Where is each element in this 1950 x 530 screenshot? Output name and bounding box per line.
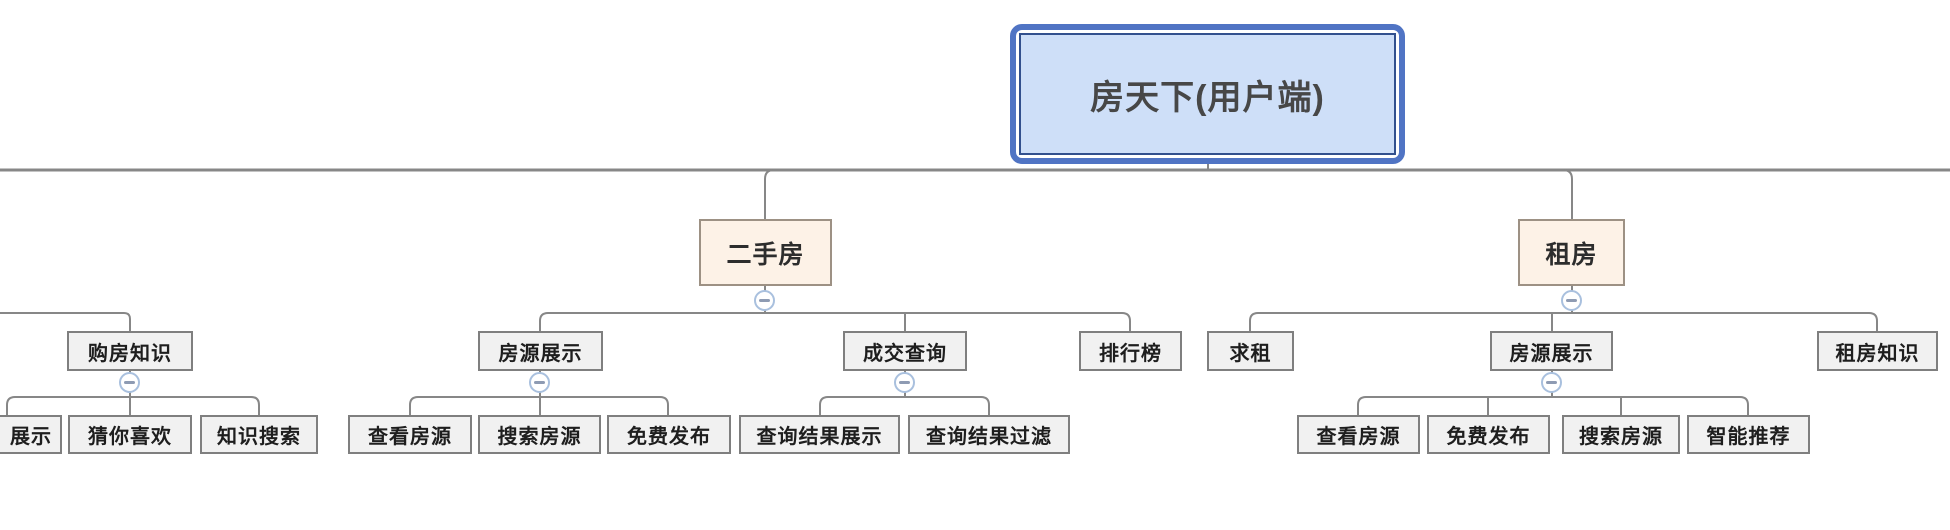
node-listing-display-second-hand-label: 房源展示	[498, 342, 583, 365]
root-node[interactable]: 房天下(用户端)	[1010, 24, 1405, 164]
branch-second-hand-housing[interactable]: 二手房	[699, 219, 832, 286]
node-renting-knowledge[interactable]: 租房知识	[1817, 331, 1938, 371]
node-knowledge-search-label: 知识搜索	[217, 426, 301, 448]
node-free-posting-renting-label: 免费发布	[1446, 426, 1531, 448]
node-listing-display-renting[interactable]: 房源展示	[1490, 331, 1613, 371]
node-query-result-filter[interactable]: 查询结果过滤	[908, 415, 1070, 454]
node-view-listings-second-hand[interactable]: 查看房源	[348, 415, 472, 454]
node-search-listings-second-hand[interactable]: 搜索房源	[478, 415, 601, 454]
node-home-buying-knowledge[interactable]: 购房知识	[67, 331, 193, 371]
node-query-result-display-label: 查询结果展示	[756, 426, 883, 448]
node-free-posting-renting[interactable]: 免费发布	[1427, 415, 1550, 454]
node-transaction-query-label: 成交查询	[863, 342, 947, 365]
collapse-minus-icon-listing-display-renting[interactable]	[1541, 372, 1562, 393]
node-smart-recommend-label: 智能推荐	[1706, 426, 1791, 448]
node-search-listings-renting[interactable]: 搜索房源	[1562, 415, 1680, 454]
node-view-listings-renting[interactable]: 查看房源	[1297, 415, 1420, 454]
node-rent-seeking[interactable]: 求租	[1207, 331, 1294, 371]
node-query-result-display[interactable]: 查询结果展示	[739, 415, 900, 454]
node-display-clipped[interactable]: 展示	[0, 415, 62, 454]
node-guess-you-like[interactable]: 猜你喜欢	[68, 415, 192, 454]
node-rent-seeking-label: 求租	[1229, 342, 1272, 365]
node-display-clipped-label: 展示	[10, 426, 52, 448]
node-query-result-filter-label: 查询结果过滤	[926, 426, 1052, 448]
node-transaction-query[interactable]: 成交查询	[843, 331, 967, 371]
node-guess-you-like-label: 猜你喜欢	[88, 426, 172, 448]
branch-renting-label: 租房	[1545, 240, 1598, 269]
collapse-minus-icon-listing-display-second-hand[interactable]	[529, 372, 550, 393]
collapse-minus-icon-transaction-query[interactable]	[894, 372, 915, 393]
branch-second-hand-housing-label: 二手房	[726, 240, 805, 269]
node-search-listings-renting-label: 搜索房源	[1579, 426, 1663, 448]
node-free-posting-second-hand-label: 免费发布	[627, 426, 711, 448]
node-renting-knowledge-label: 租房知识	[1835, 342, 1920, 365]
root-node-label: 房天下(用户端)	[1090, 78, 1325, 117]
node-search-listings-second-hand-label: 搜索房源	[497, 426, 582, 448]
node-listing-display-second-hand[interactable]: 房源展示	[478, 331, 603, 371]
node-ranking-list-label: 排行榜	[1099, 342, 1162, 365]
node-listing-display-renting-label: 房源展示	[1509, 342, 1594, 365]
collapse-minus-icon-second-hand[interactable]	[754, 290, 775, 311]
node-view-listings-second-hand-label: 查看房源	[368, 426, 452, 448]
node-free-posting-second-hand[interactable]: 免费发布	[607, 415, 731, 454]
node-smart-recommend[interactable]: 智能推荐	[1687, 415, 1810, 454]
node-knowledge-search[interactable]: 知识搜索	[200, 415, 318, 454]
node-view-listings-renting-label: 查看房源	[1316, 426, 1401, 448]
branch-renting[interactable]: 租房	[1518, 219, 1625, 286]
collapse-minus-icon-renting[interactable]	[1561, 290, 1582, 311]
collapse-minus-icon-home-buying-knowledge[interactable]	[119, 372, 140, 393]
node-home-buying-knowledge-label: 购房知识	[88, 342, 172, 365]
node-ranking-list[interactable]: 排行榜	[1079, 331, 1182, 371]
root-node-inner: 房天下(用户端)	[1019, 33, 1396, 155]
